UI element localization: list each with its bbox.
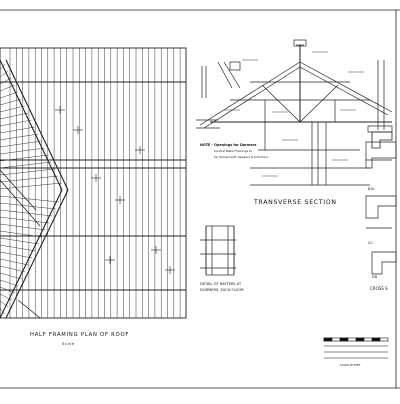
jack-rafter-line [0, 98, 22, 106]
scale-caption: SCALE IN FEET [340, 363, 361, 367]
jack-rafter-line [0, 126, 35, 134]
transverse-section [196, 39, 393, 186]
jack-rafter-line [0, 265, 26, 273]
detail-title-2: DORMERS, EACH FLOOR [200, 288, 244, 292]
jack-rafter-line [0, 91, 19, 99]
section-title: TRANSVERSE SECTION [253, 199, 337, 206]
jack-rafter-line [0, 182, 62, 190]
scale-bar [323, 337, 389, 359]
note-line-1: NOTE - Openings for Dormers [200, 143, 256, 147]
jack-rafter-line [0, 161, 52, 169]
jack-rafter-line [0, 147, 45, 155]
jack-rafter-line [0, 105, 25, 113]
jack-rafter-line [0, 300, 9, 308]
detail-label-cc: CC [368, 241, 373, 245]
jack-rafter-line [0, 195, 60, 203]
section-annotations [224, 51, 364, 177]
jack-rafter-line [0, 251, 33, 259]
detail-label-dd: DD [372, 275, 378, 279]
cross-section-label: CROSS S [370, 286, 388, 291]
jack-rafter-line [0, 168, 55, 176]
roof-framing-plan [0, 47, 187, 319]
dormer-rafter-detail [200, 225, 236, 276]
plan-annotations [55, 106, 175, 274]
plan-outline [0, 47, 187, 319]
note-line-3: be framed with headers & trimmers [214, 155, 268, 159]
purlin-lines [0, 81, 186, 291]
jack-rafter-line [0, 112, 29, 120]
jack-rafter-line [0, 244, 36, 252]
jack-rafter-line [0, 70, 9, 78]
cornice-details [365, 141, 397, 275]
detail-label-bb: B.B. [368, 187, 375, 191]
jack-rafter-line [0, 209, 53, 217]
note-line-2: Central Plate Framings to [214, 149, 252, 153]
jack-rafter-line [0, 63, 5, 71]
jack-rafter-line [0, 279, 19, 287]
detail-title-1: DETAIL OF RAFTERS AT [200, 282, 242, 286]
roof-slope-right [299, 61, 393, 113]
jack-rafter-line [0, 133, 39, 141]
jack-rafter-line [0, 272, 22, 280]
jack-rafter-line [0, 258, 29, 266]
jack-rafter-line [0, 223, 46, 231]
roof-slope-left [199, 61, 301, 126]
valley-lines [0, 169, 41, 319]
jack-rafter-line [0, 140, 42, 148]
jack-rafter-line [0, 216, 49, 224]
jack-rafter-line [0, 237, 39, 245]
plan-scale: Scale [62, 342, 75, 346]
plan-title: HALF FRAMING PLAN OF ROOF [30, 332, 129, 338]
jack-rafter-line [0, 202, 56, 210]
jack-rafter-line [0, 307, 5, 315]
rafter-lines [0, 48, 181, 318]
jack-rafter-line [0, 119, 32, 127]
